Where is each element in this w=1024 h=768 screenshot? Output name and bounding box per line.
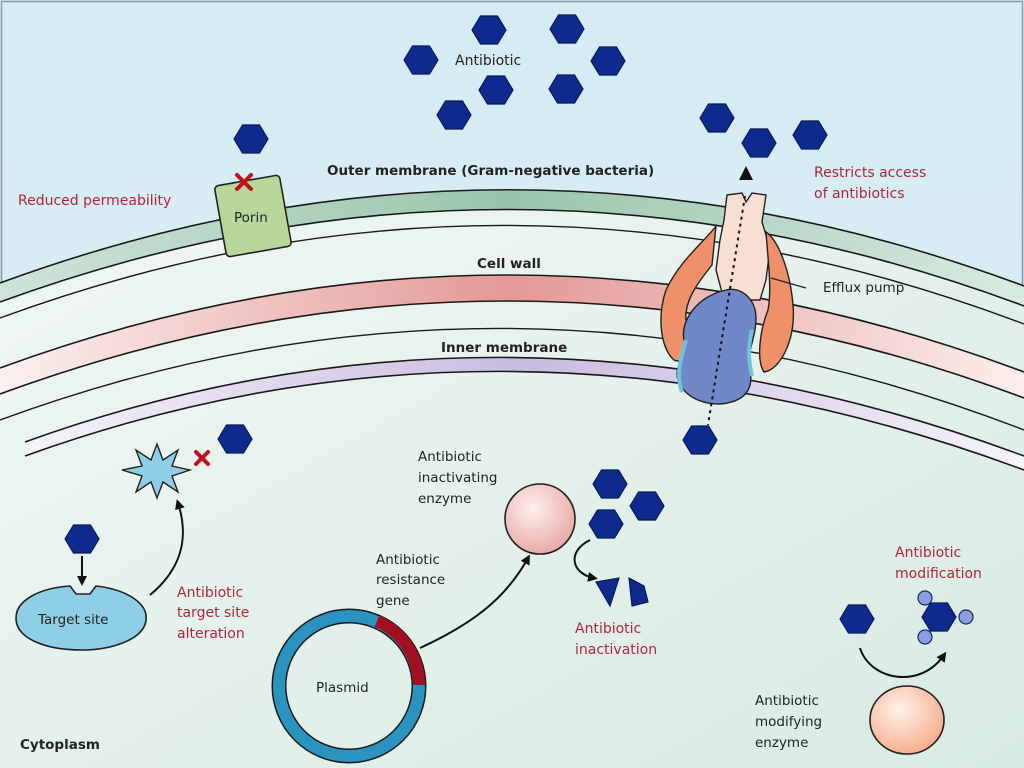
resistance-gene-line3: gene (376, 593, 410, 609)
target-site-alteration-line2: target site (177, 605, 249, 621)
inactivation-arrow-icon (573, 539, 598, 582)
inactivation-line1: Antibiotic (575, 621, 641, 637)
inactivation-line2: inactivation (575, 642, 657, 658)
cytoplasm-label: Cytoplasm (20, 737, 100, 753)
porin: Porin (214, 174, 292, 258)
modification-arrow-icon (859, 647, 947, 678)
altered-target-star (121, 442, 193, 500)
modifying-enzyme-line1: Antibiotic (755, 693, 819, 709)
inner-membrane-label: Inner membrane (441, 340, 567, 356)
inactivating-enzyme (504, 483, 576, 555)
plasmid: Plasmid (271, 608, 427, 764)
target-site-label: Target site (37, 612, 108, 628)
alteration-arrow-icon (149, 499, 185, 596)
modification-line1: Antibiotic (895, 545, 961, 561)
target-site: Target site (15, 585, 147, 651)
modifying-enzyme (869, 685, 945, 755)
inactivating-enzyme-line3: enzyme (418, 491, 471, 507)
porin-label: Porin (234, 210, 268, 226)
efflux-arrow-icon (739, 166, 753, 180)
target-site-alteration-line3: alteration (177, 626, 245, 642)
modifying-enzyme-line2: modifying (755, 714, 822, 730)
resistance-gene-segment (374, 615, 425, 686)
periplasm-line (0, 327, 1024, 431)
reduced-permeability-label: Reduced permeability (18, 193, 171, 209)
plasmid-label: Plasmid (316, 680, 369, 696)
outer-membrane-label: Outer membrane (Gram-negative bacteria) (327, 163, 654, 179)
target-site-alteration-line1: Antibiotic (177, 585, 243, 601)
restricts-access-label-line1: Restricts access (814, 165, 926, 181)
inactivating-enzyme-line1: Antibiotic (418, 449, 482, 465)
resistance-gene-line1: Antibiotic (376, 552, 440, 568)
inner-membrane (24, 356, 1024, 471)
antibiotic-label: Antibiotic (455, 53, 521, 69)
efflux-pointer-line (770, 277, 807, 289)
efflux-pump-label: Efflux pump (823, 280, 904, 296)
cell-wall-label: Cell wall (477, 256, 541, 272)
modifying-enzyme-line3: enzyme (755, 735, 808, 751)
expression-arrow-icon (419, 554, 530, 649)
blocked-x-icon (194, 450, 210, 466)
cell-wall (0, 274, 1024, 399)
inactivating-enzyme-line2: inactivating (418, 470, 497, 486)
restricts-access-label-line2: of antibiotics (814, 186, 905, 202)
resistance-gene-line2: resistance (376, 572, 445, 588)
cleaved-antibiotic (595, 576, 649, 608)
blocked-x-icon (235, 173, 253, 191)
modified-antibiotic (917, 590, 974, 645)
periplasm-line (0, 224, 1024, 325)
modification-line2: modification (895, 566, 982, 582)
efflux-pump (660, 166, 795, 426)
